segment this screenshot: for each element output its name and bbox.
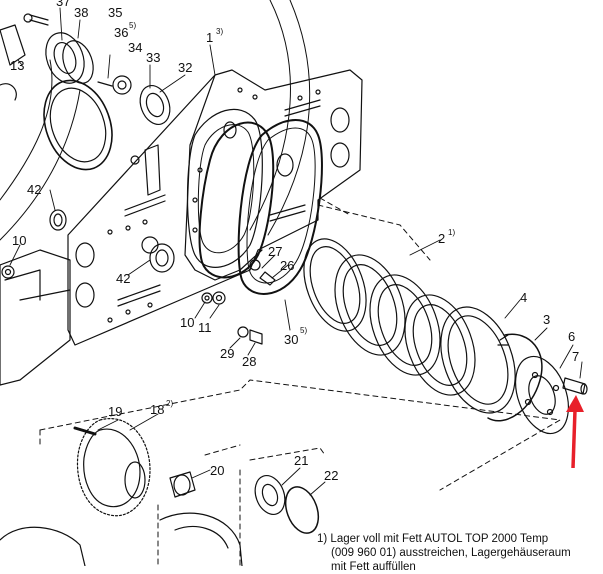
- label-36-note: 5): [129, 21, 136, 30]
- label-35: 35: [108, 5, 122, 20]
- footnote-line-3: mit Fett auffüllen: [331, 561, 416, 573]
- gasket-30: [237, 119, 323, 295]
- dashed-guides: [39, 197, 561, 566]
- snap-ring-3: [487, 333, 543, 422]
- label-30-note: 5): [300, 326, 307, 335]
- plate-hole: [330, 107, 350, 133]
- label-7: 7: [572, 349, 579, 364]
- label-42-mid: 42: [116, 271, 130, 286]
- label-30: 30: [284, 332, 298, 347]
- label-10-right: 10: [180, 315, 194, 330]
- label-29: 29: [220, 346, 234, 361]
- label-18-note: 2): [166, 399, 173, 408]
- label-1: 1: [206, 30, 213, 45]
- plate-hole: [75, 242, 95, 268]
- label-leaders: [9, 7, 583, 496]
- label-11: 11: [198, 320, 212, 335]
- label-18: 18: [150, 402, 164, 417]
- label-2: 2: [438, 231, 445, 246]
- background-arc: [0, 59, 53, 201]
- label-19: 19: [108, 404, 122, 419]
- label-38: 38: [74, 5, 88, 20]
- screw-7: [562, 377, 588, 395]
- label-36: 36: [114, 25, 128, 40]
- footnote: 1) Lager voll mit Fett AUTOL TOP 2000 Te…: [317, 532, 603, 574]
- red-arrow-indicator: [566, 395, 584, 469]
- label-32: 32: [178, 60, 192, 75]
- footnote-line-1: 1) Lager voll mit Fett AUTOL TOP 2000 Te…: [317, 533, 549, 545]
- label-1-note: 3): [216, 27, 223, 36]
- label-28: 28: [242, 354, 256, 369]
- label-22: 22: [324, 468, 338, 483]
- label-34: 34: [128, 40, 142, 55]
- label-33: 33: [146, 50, 160, 65]
- background-arc: [249, 0, 291, 231]
- label-21: 21: [294, 453, 308, 468]
- plate-hole: [75, 282, 95, 308]
- label-42-top: 42: [27, 182, 41, 197]
- label-27: 27: [268, 244, 282, 259]
- label-10-left: 10: [12, 233, 26, 248]
- background-arc: [267, 0, 311, 236]
- plate-hole: [330, 142, 350, 168]
- label-13: 13: [10, 58, 24, 73]
- base-block: [0, 249, 71, 386]
- bearing-stack-2: [303, 238, 476, 396]
- top-left-parts: [0, 13, 175, 273]
- flange-cover-6: [515, 355, 569, 435]
- label-3: 3: [543, 312, 550, 327]
- ring-4: [440, 306, 516, 414]
- footnote-line-2: (009 960 01) ausstreichen, Lagergehäuser…: [331, 547, 571, 559]
- label-37: 37: [56, 0, 70, 9]
- label-4: 4: [520, 290, 527, 305]
- small-fasteners: [201, 259, 276, 345]
- label-6: 6: [568, 329, 575, 344]
- lower-gear-assembly: [0, 418, 320, 566]
- label-2-note: 1): [448, 228, 455, 237]
- label-26: 26: [280, 258, 294, 273]
- label-20: 20: [210, 463, 224, 478]
